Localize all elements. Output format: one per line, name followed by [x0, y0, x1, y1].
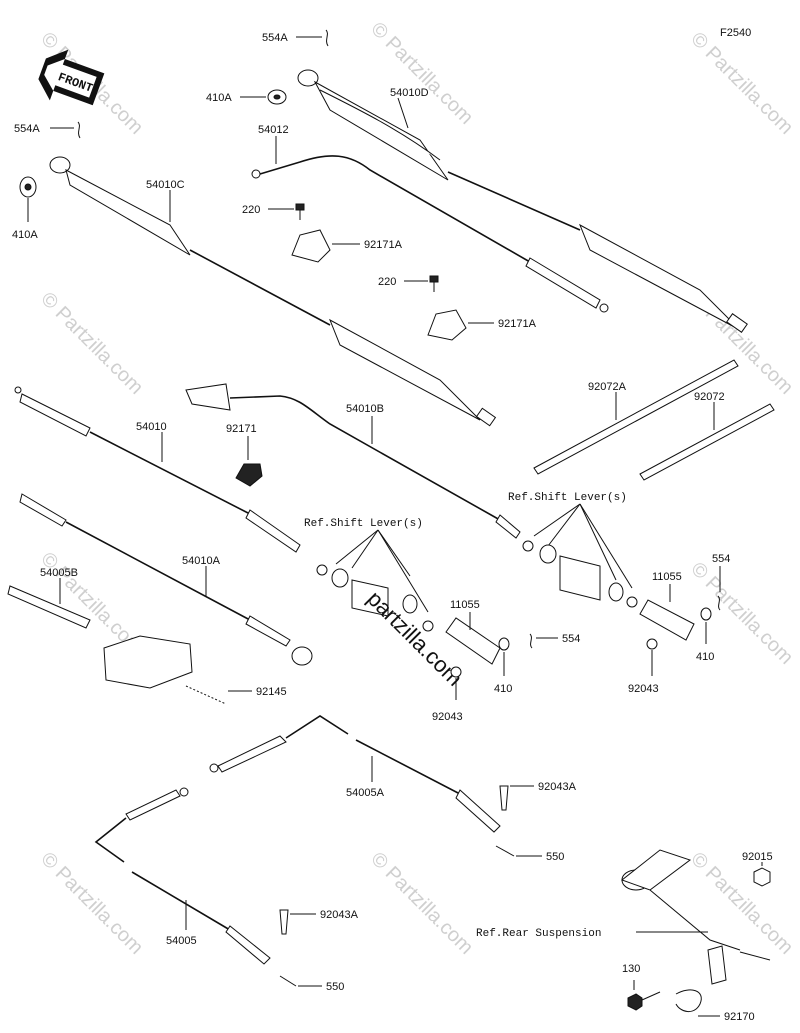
- part-label: 54010B: [346, 403, 384, 415]
- part-label: 410: [494, 683, 512, 695]
- cable-54005B: [7, 578, 193, 689]
- part-label: 11055: [450, 599, 480, 611]
- part-label: 550: [546, 851, 564, 863]
- pin-92043A: [279, 909, 316, 935]
- washer-410A: [19, 176, 37, 222]
- watermark: © Partzilla.com: [36, 288, 147, 399]
- pin-550: [279, 975, 322, 987]
- part-label: 54010D: [390, 87, 429, 99]
- cable-54010B: [185, 383, 521, 539]
- part-label: 54012: [258, 124, 289, 136]
- cable-54010C: [49, 156, 497, 427]
- strap-92072: [639, 402, 775, 481]
- part-label: 410A: [206, 92, 232, 104]
- ref-rear-suspension: Ref.Rear Suspension: [476, 928, 601, 940]
- part-label: 92043A: [538, 781, 577, 793]
- strap-92072A: [533, 359, 739, 475]
- ref-shift-lever: Ref.Shift Lever(s): [304, 518, 423, 530]
- bolt-220: [268, 203, 305, 220]
- part-label: 550: [326, 981, 344, 993]
- part-label: 92171: [226, 423, 257, 435]
- nut-92015: [753, 862, 771, 887]
- part-label: 554: [562, 633, 580, 645]
- part-label: 220: [378, 276, 396, 288]
- ref-shift-lever: Ref.Shift Lever(s): [508, 492, 627, 504]
- pin-92043: [646, 638, 658, 676]
- cable-54010A: [19, 493, 313, 666]
- part-label: 54010: [136, 421, 167, 433]
- clamp-92171A: [427, 309, 494, 341]
- cable-54012: [251, 136, 609, 313]
- bolt-130: [627, 980, 661, 1011]
- part-label: 554A: [262, 32, 288, 44]
- part-label: 130: [622, 963, 640, 975]
- cable-54005A: [209, 715, 501, 833]
- part-label: 410: [696, 651, 714, 663]
- clip-554: [529, 633, 558, 649]
- pin-92043: [450, 666, 462, 700]
- cable-54005: [94, 787, 271, 965]
- part-label: 92072A: [588, 381, 627, 393]
- part-label: 92145: [256, 686, 287, 698]
- shift-lever-parts-2: [522, 503, 638, 608]
- cable-54010: [14, 386, 301, 553]
- part-label: 92072: [694, 391, 725, 403]
- watermark: © Partzilla.com: [686, 28, 797, 139]
- part-label: 54005B: [40, 567, 78, 579]
- pin-92043A: [499, 785, 534, 811]
- watermark: © Partzilla.com: [36, 848, 147, 959]
- clip-92170: [675, 989, 720, 1017]
- clamp-92171: [235, 436, 263, 487]
- bolt-220: [404, 275, 439, 292]
- washer-410: [700, 607, 712, 644]
- diagram-code: F2540: [720, 27, 751, 39]
- part-label: 92043A: [320, 909, 359, 921]
- clip-554: [717, 566, 721, 611]
- part-label: 554: [712, 553, 730, 565]
- watermark: © Partzilla.com: [366, 18, 477, 129]
- rear-suspension-bracket: [620, 849, 771, 985]
- spring-92145: [185, 685, 252, 705]
- part-label: 92015: [742, 851, 773, 863]
- part-label: 220: [242, 204, 260, 216]
- plate-11055: [445, 612, 501, 665]
- watermark: © Partzilla.com: [366, 848, 477, 959]
- part-label: 92171A: [364, 239, 403, 251]
- clip-554A: [296, 29, 329, 47]
- washer-410A: [240, 89, 287, 105]
- part-label: 92171A: [498, 318, 537, 330]
- watermark: © Partzilla.com: [686, 848, 797, 959]
- part-label: 92170: [724, 1011, 755, 1023]
- washer-410: [498, 637, 510, 676]
- cable-54010D: [297, 69, 748, 333]
- part-label: 554A: [14, 123, 40, 135]
- part-label: 54010A: [182, 555, 221, 567]
- part-label: 92043: [628, 683, 659, 695]
- part-label: 54005: [166, 935, 197, 947]
- part-label: 54010C: [146, 179, 185, 191]
- part-label: 410A: [12, 229, 38, 241]
- clip-554A: [50, 121, 81, 139]
- part-label: 11055: [652, 571, 682, 583]
- shift-lever-parts-1: [316, 529, 434, 632]
- part-label: 54005A: [346, 787, 385, 799]
- plate-11055: [639, 584, 695, 641]
- pin-550: [495, 845, 542, 857]
- front-arrow: FRONT: [38, 49, 105, 106]
- part-label: 92043: [432, 711, 463, 723]
- clamp-92171A: [291, 229, 360, 263]
